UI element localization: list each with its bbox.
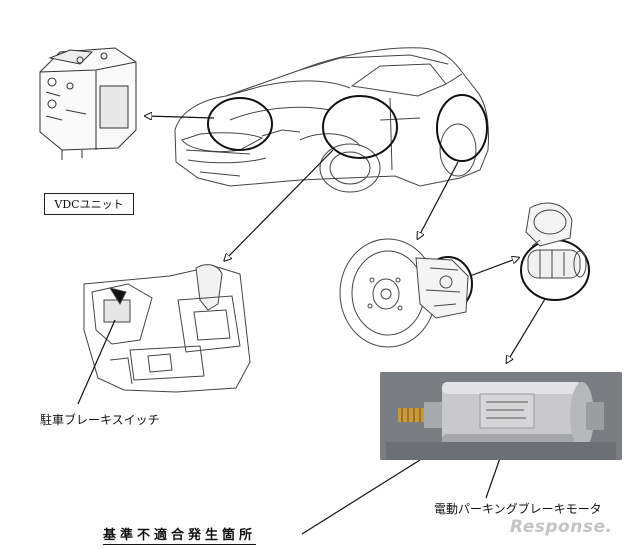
response-watermark: Response. <box>510 517 613 537</box>
defect-location-title: 基準不適合発生箇所 <box>103 524 257 545</box>
motor-photo-art <box>380 372 622 460</box>
parking-brake-switch-label: 駐車ブレーキスイッチ <box>40 413 160 427</box>
small-motor-drawing <box>525 202 587 279</box>
epb-motor-photo <box>380 372 622 460</box>
car-drawing <box>174 47 489 193</box>
epb-motor-label: 電動パーキングブレーキモータ <box>434 502 602 516</box>
vdc-unit-drawing <box>39 47 137 160</box>
console-drawing <box>83 264 251 393</box>
brake-disc-drawing <box>339 238 469 348</box>
arrows <box>77 116 546 535</box>
vdc-unit-label: VDCユニット <box>54 198 124 211</box>
vdc-unit-label-box: VDCユニット <box>44 193 134 215</box>
